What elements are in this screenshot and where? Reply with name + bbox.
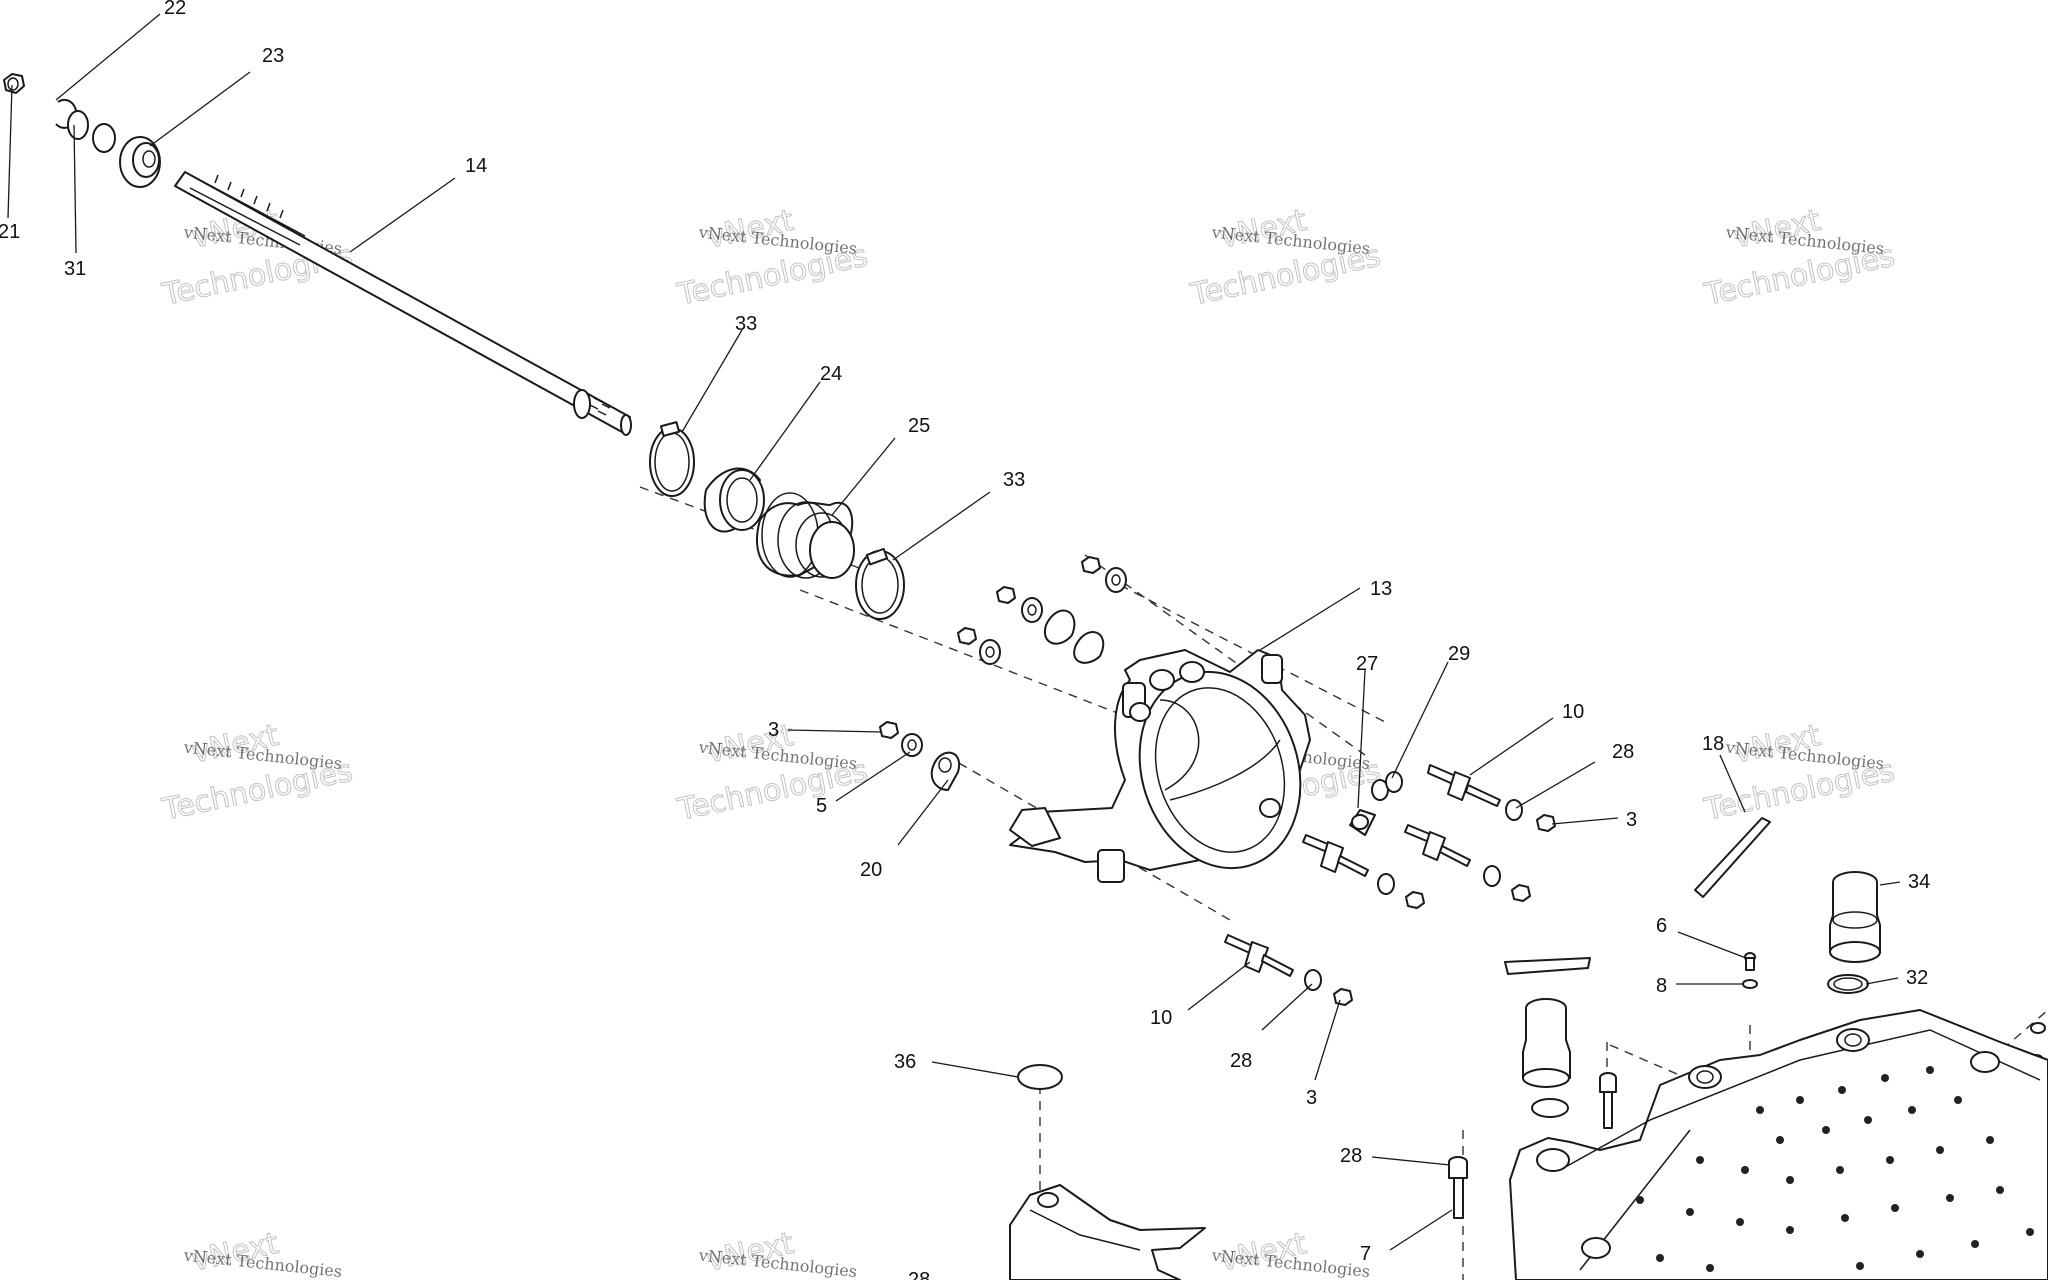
- callout-13: 13: [1370, 578, 1392, 600]
- hardware-upper: [957, 556, 1127, 665]
- watermark: vNext vNext Technologies Technologies: [673, 203, 871, 314]
- callout-18: 18: [1702, 733, 1724, 755]
- callout-23: 23: [262, 45, 284, 67]
- callout-3-right: 3: [1626, 809, 1637, 831]
- hardware-right: [1302, 764, 1556, 909]
- callout-3-left: 3: [768, 719, 779, 741]
- lower-bracket: [1009, 1184, 1206, 1280]
- bearing-23: [119, 136, 161, 188]
- watermark-layer: vNext vNext Technologies Technologies vN…: [158, 203, 1898, 1280]
- watermark: vNext vNext Technologies: [697, 1226, 858, 1280]
- callout-33-upper: 33: [735, 313, 757, 335]
- callout-8: 8: [1656, 975, 1667, 997]
- ride-plate: [1509, 1009, 2048, 1280]
- boot-25: [755, 492, 855, 579]
- callout-21: 21: [0, 221, 20, 243]
- callout-7: 7: [1360, 1243, 1371, 1265]
- callout-10-lower: 10: [1150, 1007, 1172, 1029]
- pump-housing-13: [1009, 649, 1311, 883]
- watermark-tech: Technologies: [674, 753, 871, 828]
- sleeve-lower: [1522, 998, 1571, 1118]
- clamp-33-lower: [855, 547, 905, 620]
- hardware-left: [879, 721, 961, 791]
- ring-24: [703, 467, 765, 533]
- callout-22: 22: [164, 0, 186, 19]
- fitting-34: [1829, 871, 1881, 963]
- watermark: vNext vNext Technologies Technologies: [158, 718, 356, 829]
- watermark-tech: Technologies: [1187, 238, 1384, 313]
- decal-36: [1017, 1064, 1063, 1090]
- callout-labels: 22 23 21 31 14 33 24 25 33 13 27 29 10 2…: [0, 0, 1930, 1280]
- watermark-tech: Technologies: [1701, 238, 1898, 313]
- callout-20: 20: [860, 859, 882, 881]
- watermark-tech: Technologies: [1701, 753, 1898, 828]
- callout-5: 5: [816, 795, 827, 817]
- callout-10-upper: 10: [1562, 701, 1584, 723]
- callout-25: 25: [908, 415, 930, 437]
- drive-shaft-14: [174, 171, 632, 436]
- callout-32: 32: [1906, 967, 1928, 989]
- callout-36: 36: [894, 1051, 916, 1073]
- callout-28-edge: 28: [908, 1269, 930, 1280]
- nut-21: [3, 73, 25, 94]
- callout-6: 6: [1656, 915, 1667, 937]
- o-ring-31: [67, 110, 116, 153]
- watermark: vNext vNext Technologies: [1210, 1226, 1371, 1280]
- watermark: vNext vNext Technologies: [182, 1226, 343, 1280]
- hardware-lower-stud: [1224, 934, 1353, 1006]
- plate-18: [1504, 817, 1771, 975]
- callout-33-lower: 33: [1003, 469, 1025, 491]
- callout-28-lower: 28: [1230, 1050, 1252, 1072]
- clamp-33-upper: [649, 421, 695, 497]
- callout-31: 31: [64, 258, 86, 280]
- watermark: vNext vNext Technologies Technologies: [1700, 718, 1898, 829]
- callout-29: 29: [1448, 643, 1470, 665]
- callout-24: 24: [820, 363, 842, 385]
- callout-28-bottom: 28: [1340, 1145, 1362, 1167]
- callout-34: 34: [1908, 871, 1930, 893]
- callout-27: 27: [1356, 653, 1378, 675]
- callout-14: 14: [465, 155, 487, 177]
- leader-lines: [7, 13, 1901, 1251]
- screw-6: [1742, 952, 1758, 989]
- watermark: vNext vNext Technologies Technologies: [1186, 203, 1384, 314]
- callout-3-lower: 3: [1306, 1087, 1317, 1109]
- watermark-tech: Technologies: [159, 753, 356, 828]
- watermark: vNext vNext Technologies Technologies: [1700, 203, 1898, 314]
- callout-28-upper: 28: [1612, 741, 1634, 763]
- o-ring-32: [1827, 974, 1869, 994]
- watermark-tech: Technologies: [674, 238, 871, 313]
